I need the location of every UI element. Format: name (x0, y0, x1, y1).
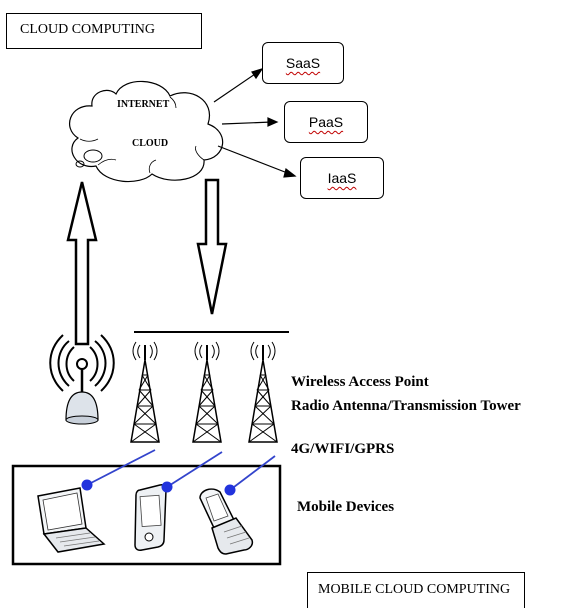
iaas-label: IaaS (327, 170, 357, 186)
link-node (161, 481, 173, 493)
link-nodes (81, 479, 236, 496)
radio-tower-icon (248, 341, 278, 443)
saas-box: SaaS (262, 42, 344, 84)
cloud-label: CLOUD (132, 138, 169, 149)
radio-tower-icon (130, 341, 160, 443)
paas-label: PaaS (308, 114, 344, 130)
iaas-box: IaaS (300, 157, 384, 199)
saas-label: SaaS (285, 55, 321, 71)
pda-device-icon (134, 484, 167, 551)
link-node (81, 479, 93, 491)
mobile-cloud-computing-title: MOBILE CLOUD COMPUTING (307, 572, 525, 608)
network-label: 4G/WIFI/GPRS (291, 441, 395, 457)
wireless-access-point-icon (49, 334, 115, 425)
link-node (224, 484, 236, 496)
cloud-icon (69, 80, 224, 183)
internet-label: INTERNET (117, 99, 170, 110)
upload-arrow-icon (66, 181, 98, 346)
cloud-service-arrows (213, 67, 297, 178)
mobile-devices-label: Mobile Devices (297, 499, 395, 515)
wireless-access-point-label: Wireless Access Point (291, 374, 429, 390)
flip-phone-icon (199, 488, 254, 555)
wireless-link-lines (86, 449, 276, 491)
paas-box: PaaS (284, 101, 368, 143)
laptop-icon (37, 487, 106, 553)
download-arrow-icon (196, 178, 228, 315)
tower-label: Radio Antenna/Transmission Tower (291, 398, 521, 414)
mobile-devices-frame (11, 464, 282, 566)
radio-tower-icon (192, 341, 222, 443)
cloud-computing-title: CLOUD COMPUTING (6, 13, 202, 49)
